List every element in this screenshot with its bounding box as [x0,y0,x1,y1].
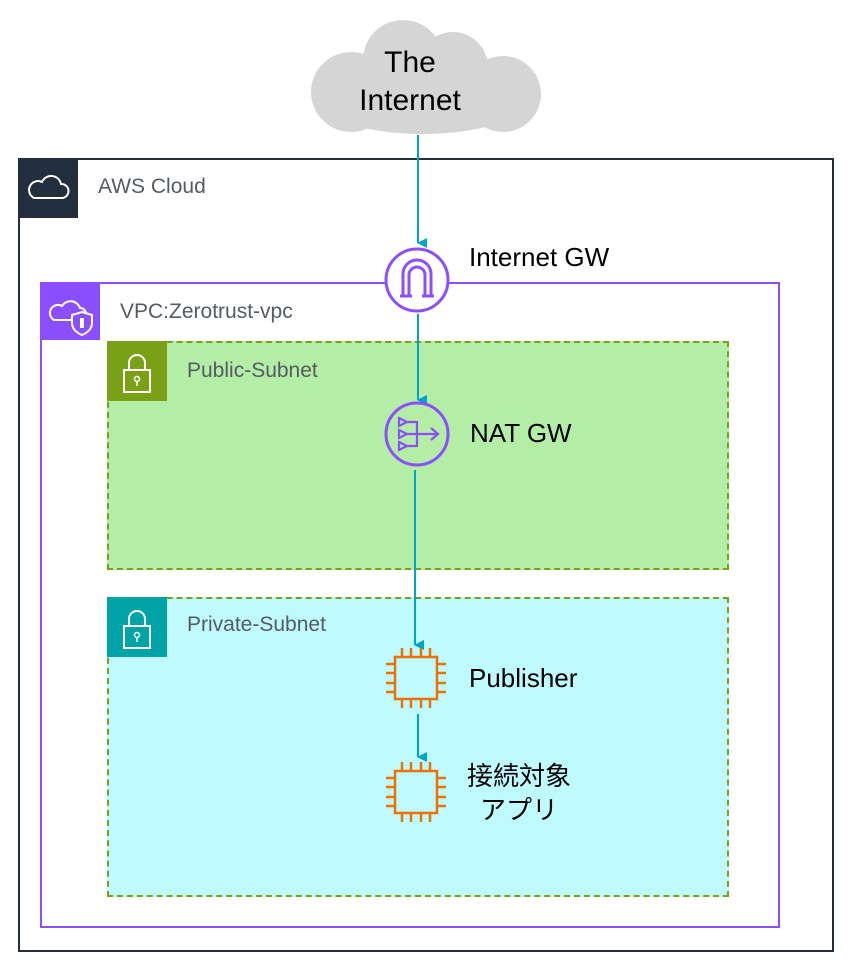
nat-gateway-icon [384,401,450,467]
internet-label-line1: The [384,46,436,79]
internet-gateway-icon [384,247,450,313]
target-app-label: 接続対象 アプリ [467,760,571,828]
aws-cloud-icon [18,158,78,218]
publisher-ec2-icon [386,648,446,708]
target-app-label-line2: アプリ [480,796,559,826]
public-subnet-label: Public-Subnet [187,359,318,382]
private-subnet-lock-icon [107,597,167,657]
vpc-label: VPC:Zerotrust-vpc [120,300,293,323]
private-subnet-label: Private-Subnet [187,613,326,636]
aws-cloud-group [18,158,834,952]
target-app-label-line1: 接続対象 [467,762,572,792]
public-subnet-lock-icon [107,341,167,401]
nat-gw-label: NAT GW [470,418,572,448]
internet-cloud-icon [311,20,541,134]
internet-gw-label: Internet GW [469,242,610,272]
internet-label: The Internet [310,44,510,120]
vpc-shield-icon [40,282,100,340]
publisher-label: Publisher [469,663,578,693]
aws-cloud-label: AWS Cloud [98,175,206,198]
target-app-ec2-icon [386,762,446,822]
internet-label-line2: Internet [359,84,461,117]
